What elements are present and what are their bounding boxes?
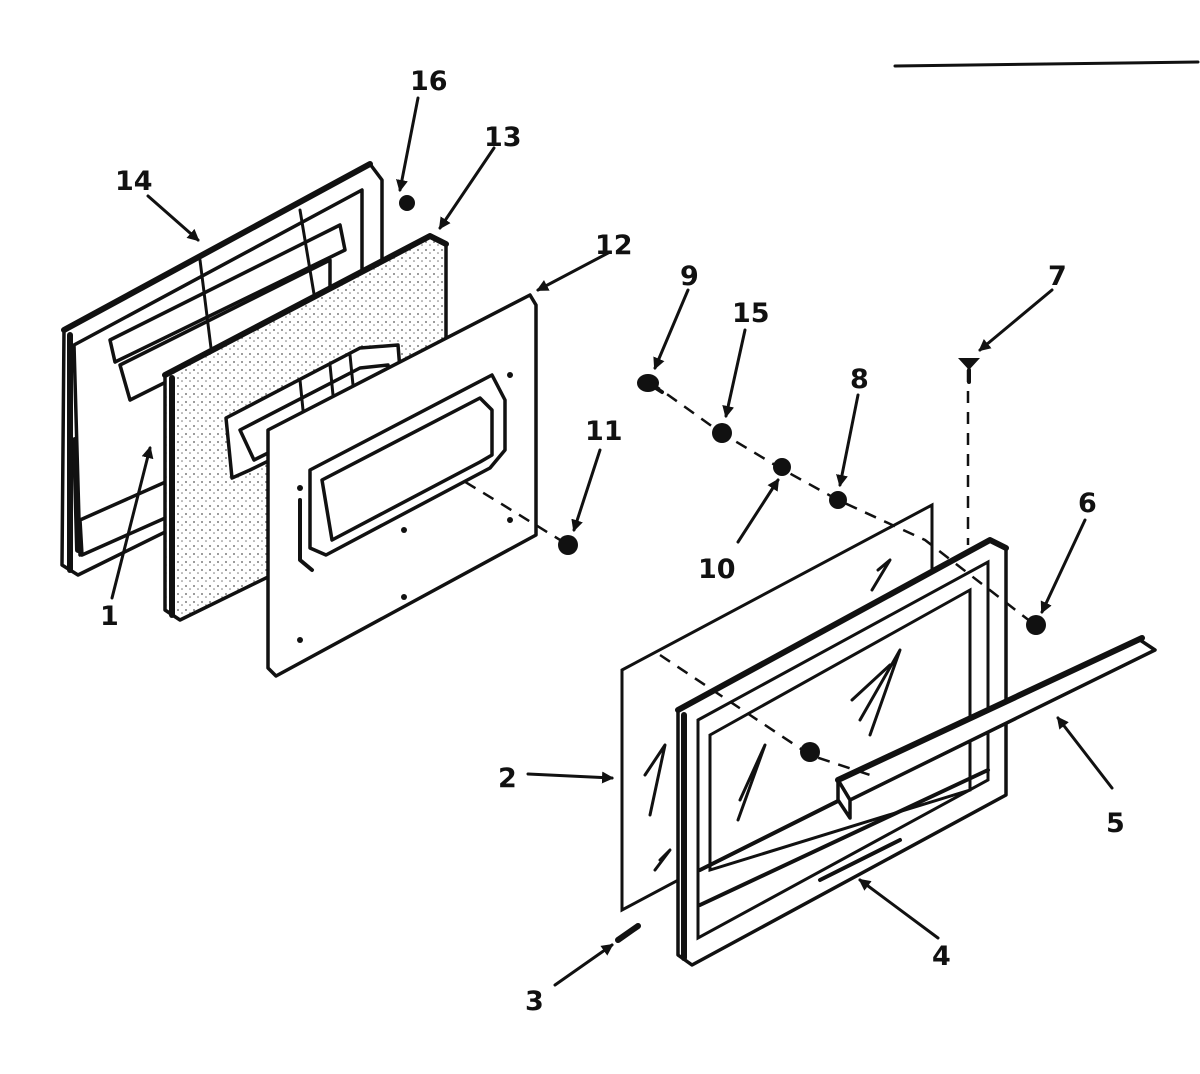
- header-rule: [893, 60, 1200, 68]
- part-16-nut: [399, 195, 415, 211]
- leader-lines: [110, 96, 1114, 987]
- part-7-screw: [958, 358, 980, 384]
- part-5-handle: [835, 635, 1157, 820]
- callout-11: 11: [585, 416, 623, 447]
- callout-16: 16: [410, 66, 448, 97]
- part-6-nut: [1026, 615, 1046, 635]
- callout-12: 12: [595, 230, 633, 261]
- callout-6: 6: [1078, 488, 1097, 519]
- callout-10: 10: [698, 554, 736, 585]
- part-3-pin: [615, 923, 641, 943]
- callout-2: 2: [498, 763, 517, 794]
- callout-1: 1: [100, 601, 119, 632]
- callout-3: 3: [525, 986, 544, 1017]
- callout-15: 15: [732, 298, 770, 329]
- part-15-washer: [712, 423, 732, 443]
- callout-14: 14: [115, 166, 153, 197]
- callout-5: 5: [1106, 808, 1125, 839]
- part-9-screw: [637, 374, 664, 394]
- callout-7: 7: [1048, 261, 1067, 292]
- callout-9: 9: [680, 261, 699, 292]
- part-4-door-frame: [675, 537, 1009, 967]
- part-8-nut: [829, 491, 847, 509]
- hinge-nut: [800, 742, 820, 762]
- callout-13: 13: [484, 122, 522, 153]
- callout-8: 8: [850, 364, 869, 395]
- part-11-nut: [558, 535, 578, 555]
- part-10-spacer: [773, 458, 791, 476]
- callout-4: 4: [932, 941, 951, 972]
- part-12-door-panel: [266, 293, 538, 678]
